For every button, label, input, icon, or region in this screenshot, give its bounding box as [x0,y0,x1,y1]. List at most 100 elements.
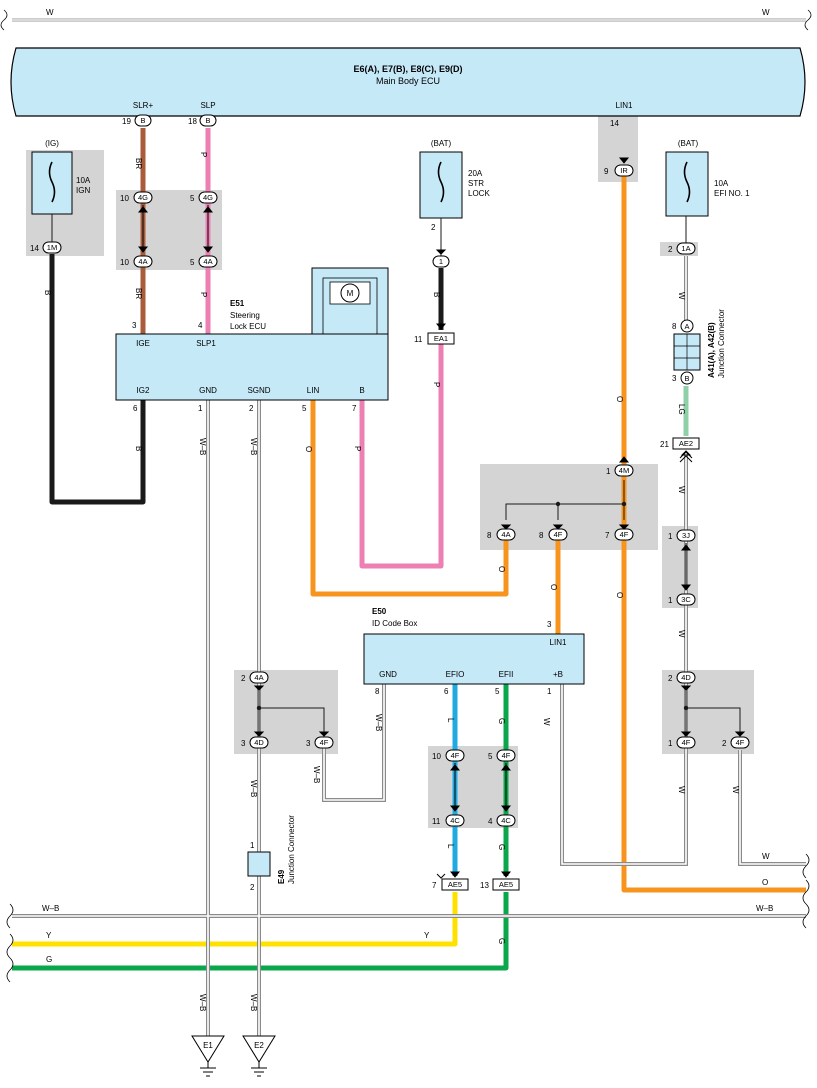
e49-name: Junction Connector [287,815,296,884]
num-4f-8: 8 [539,531,544,540]
wl-o-7f: O [615,592,624,598]
conn-4a-5: 4A [203,257,212,266]
fuse-efi-rating: 10A [714,179,729,188]
e51-pin-slp1: SLP1 [196,339,216,348]
wl-wb-bus-r: W–B [756,904,773,913]
wires [12,128,806,971]
wl-wb-sgnd: W–B [249,438,258,455]
num-4g-10: 10 [120,194,129,203]
fuse-ign-name: IGN [76,186,90,195]
wl-w-ae2: W [677,486,686,494]
wl-br2: BR [134,288,143,299]
num-1a: 2 [668,245,673,254]
wl-wb-bus-l: W–B [42,904,59,913]
ground-e1: E1 [191,1035,225,1077]
wl-wb-gnd: W–B [198,438,207,455]
wl-w-right: W [762,852,770,861]
conn-4d-2: 4D [681,673,691,682]
top-w-label-left: W [46,8,54,17]
fuse-str-lock: (BAT) 20A STR LOCK 2 [419,139,490,256]
wl-o-lin: O [304,446,313,452]
pin-name-slr: SLR+ [133,101,154,110]
wl-o-4f8: O [549,584,558,590]
ground-e2-label: E2 [254,1041,264,1050]
e51-pin-gnd: GND [199,386,217,395]
fuse-str-source: (BAT) [431,139,452,148]
wl-wb-4d: W–B [249,780,258,797]
conn-4f-8: 4F [554,530,563,539]
conn-4f-7: 4F [620,530,629,539]
a41-pin-bot: 3 [672,374,677,383]
wl-b-ig2: B [134,446,143,451]
num-3j: 1 [668,532,673,541]
pin-num-19: 19 [122,117,131,126]
wl-o-h: O [497,566,506,572]
main-body-ecu: E6(A), E7(B), E8(C), E9(D) Main Body ECU… [10,47,806,128]
num-1m: 14 [30,244,39,253]
conn-3j: 3J [682,531,690,540]
num-4d-3: 3 [241,739,246,748]
id-code-box: E50 ID Code Box LIN1 3 GND EFIO EFII +B … [363,607,585,696]
num-4c-4: 4 [488,817,493,826]
bus-breaks [6,853,810,983]
fuse-str-pin: 2 [431,223,436,232]
a41-conn-top: A [684,322,689,331]
conn-1m: 1M [47,243,57,252]
num-ae2: 21 [660,440,669,449]
wl-w-4f1: W [677,786,686,794]
motor-icon [340,283,360,303]
e51-pin-ig2: IG2 [137,386,150,395]
junction-e49: 1 2 E49 Junction Connector [247,815,296,892]
fuse-str-name2: LOCK [468,189,490,198]
a41-name: Junction Connector [717,309,726,378]
conn-ea1: EA1 [434,334,448,343]
wl-b-str: B [432,292,441,297]
a41-conn-bot: B [684,374,689,383]
e51-name2: Lock ECU [230,322,266,331]
e51-num-6: 6 [133,404,138,413]
fuse-efi-name: EFI NO. 1 [714,189,750,198]
e50-pin-gnd: GND [379,670,397,679]
e49-pin-top: 1 [250,841,255,850]
conn-b-19: B [140,116,145,125]
num-4a-2: 2 [241,674,246,683]
fuse-ign-source: (IG) [45,139,59,148]
e50-code: E50 [372,607,387,616]
conn-str-1: 1 [439,257,443,266]
e50-name: ID Code Box [372,619,417,628]
conn-4f-1: 4F [682,738,691,747]
e51-num-2: 2 [249,404,254,413]
wl-wb-gnd2: W–B [374,714,383,731]
num-4d-2: 2 [668,674,673,683]
conn-4g-10: 4G [138,193,148,202]
e50-pin-lin1: LIN1 [550,638,567,647]
num-4f-1: 1 [668,739,673,748]
num-ae5-7: 7 [432,881,437,890]
e50-pin-plusb: +B [553,670,563,679]
e49-pin-bot: 2 [250,883,255,892]
pin-name-lin1: LIN1 [616,101,633,110]
num-ea1: 11 [414,335,423,344]
wl-g1: G [497,718,506,724]
num-3c: 1 [668,596,673,605]
conn-4d-3: 4D [254,738,264,747]
ground-e2: E2 [242,1035,276,1077]
conn-3c: 3C [681,595,691,604]
wl-o-lin1: O [615,396,624,402]
fuse-efi: (BAT) 10A EFI NO. 1 [665,139,750,244]
main-ecu-title: E6(A), E7(B), E8(C), E9(D) [353,64,462,74]
connector-pills: B B 4G 10 4G 5 4A 10 4A 5 1M 14 1 EA1 11… [30,114,750,891]
top-w-wire: W W [0,8,812,31]
junction-a41-a42: A B 8 3 A41(A), A42(B) Junction Connecto… [672,309,726,385]
conn-4c-11: 4C [450,816,460,825]
fuse-efi-source: (BAT) [678,139,699,148]
main-ecu-name: Main Body ECU [376,76,440,86]
e51-num-1: 1 [198,404,203,413]
num-ae5-13: 13 [480,881,489,890]
steering-lock-ecu: M E51 Steering Lock ECU IGE SLP1 3 4 IG2… [115,267,389,413]
wl-b-ign: B [43,290,52,295]
conn-4f-3: 4F [320,738,329,747]
wl-w-plusb: W [542,718,551,726]
num-4f-5: 5 [488,752,493,761]
motor-label: M [347,289,354,298]
